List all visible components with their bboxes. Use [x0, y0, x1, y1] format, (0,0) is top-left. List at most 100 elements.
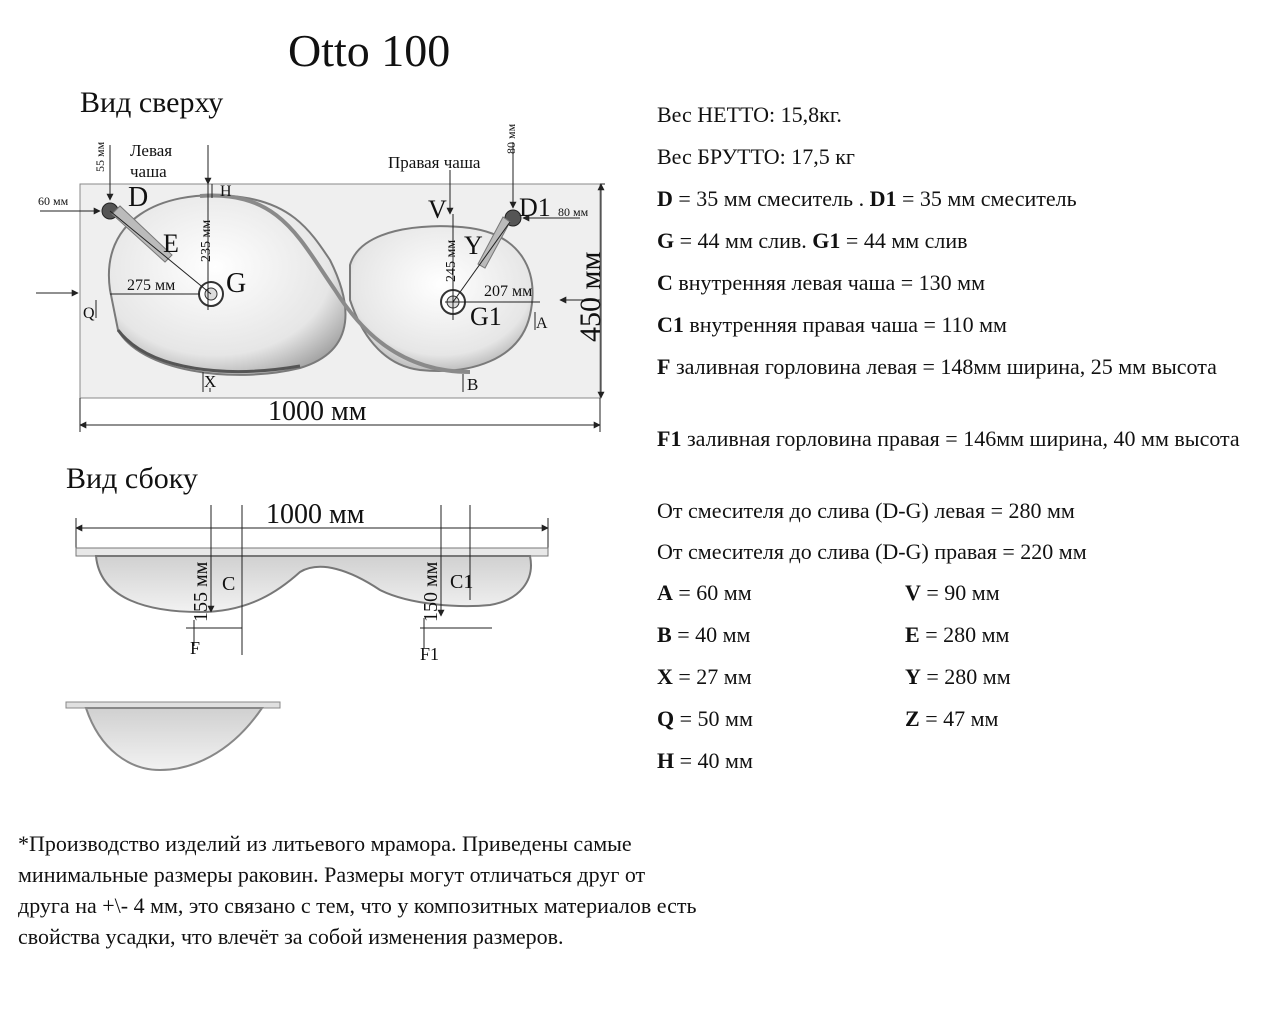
dimension-row: B = 40 мм: [657, 622, 753, 664]
spec-value: = 35 мм смеситель .: [672, 186, 870, 211]
spec-value: внутренняя правая чаша = 110 мм: [683, 312, 1007, 337]
dimension-row: A = 60 мм: [657, 580, 753, 622]
side-view-title: Вид сбоку: [66, 462, 198, 495]
side-countertop: [75, 547, 549, 557]
dimension-key: H: [657, 748, 675, 773]
spec-key: D: [657, 186, 673, 211]
label-H: H: [220, 183, 232, 200]
spec-line: Вес НЕТТО: 15,8кг.: [657, 100, 1257, 130]
side-view: 1000 мм 155 мм 150 мм C C1 F F1: [65, 499, 549, 772]
top-view-title: Вид сверху: [80, 86, 224, 119]
dimension-row: X = 27 мм: [657, 664, 753, 706]
dimension-value: = 60 мм: [672, 580, 752, 605]
small-profile-basin: [84, 707, 264, 772]
dim-80-vertical: 80 мм: [504, 123, 518, 154]
label-C: C: [222, 573, 235, 595]
dim-155: 155 мм: [190, 561, 212, 622]
dimension-key: Y: [905, 664, 921, 689]
spec-value: От смесителя до слива (D-G) правая = 220…: [657, 539, 1087, 564]
label-G: G: [226, 268, 246, 299]
spec-value: Вес НЕТТО: 15,8кг.: [657, 102, 842, 127]
dim-275: 275 мм: [127, 277, 175, 294]
label-D: D: [128, 182, 148, 213]
label-A: A: [536, 315, 548, 332]
dimension-row: Y = 280 мм: [905, 664, 1011, 706]
spec-key: G: [657, 228, 675, 253]
left-bowl-label-1: Левая: [130, 141, 172, 160]
dim-450: 450 мм: [574, 252, 607, 342]
dimension-value: = 47 мм: [919, 706, 999, 731]
dim-245: 245 мм: [444, 240, 459, 282]
label-B: B: [467, 375, 478, 394]
dim-60: 60 мм: [38, 194, 69, 208]
spec-value: = 35 мм смеситель: [896, 186, 1077, 211]
dim-55: 55 мм: [93, 141, 107, 172]
spec-line: F заливная горловина левая = 148мм ширин…: [657, 352, 1257, 382]
spec-line: F1 заливная горловина правая = 146мм шир…: [657, 424, 1257, 454]
spec-value: заливная горловина правая = 146мм ширина…: [681, 426, 1240, 451]
spec-line: G = 44 мм слив. G1 = 44 мм слив: [657, 226, 1257, 256]
dimension-key: Z: [905, 706, 920, 731]
dimension-row: V = 90 мм: [905, 580, 1011, 622]
spec-value: = 44 мм слив.: [674, 228, 813, 253]
dimension-value: = 40 мм: [674, 748, 753, 773]
dimension-key: B: [657, 622, 672, 647]
label-D1: D1: [519, 193, 551, 222]
spec-key: F: [657, 354, 671, 379]
dimension-key: X: [657, 664, 673, 689]
dim-80-horizontal: 80 мм: [558, 205, 589, 219]
dim-1000-side: 1000 мм: [266, 499, 365, 530]
dimension-value: = 40 мм: [671, 622, 751, 647]
dimension-row: Q = 50 мм: [657, 706, 753, 748]
spec-key: D1: [869, 186, 897, 211]
left-bowl: [107, 194, 347, 376]
label-V: V: [428, 195, 447, 224]
dimension-key: A: [657, 580, 673, 605]
label-G1: G1: [470, 302, 502, 331]
label-X: X: [204, 372, 216, 391]
spec-value: От смесителя до слива (D-G) левая = 280 …: [657, 498, 1075, 523]
dimension-value: = 280 мм: [920, 664, 1011, 689]
dim-1000-top: 1000 мм: [268, 396, 367, 427]
spec-key: F1: [657, 426, 682, 451]
dimension-row: H = 40 мм: [657, 748, 753, 790]
spec-line: От смесителя до слива (D-G) левая = 280 …: [657, 496, 1257, 526]
spec-line: От смесителя до слива (D-G) правая = 220…: [657, 537, 1257, 567]
dimension-key: V: [905, 580, 921, 605]
spec-line: C1 внутренняя правая чаша = 110 мм: [657, 310, 1257, 340]
dimension-row: Z = 47 мм: [905, 706, 1011, 748]
spec-line: Вес БРУТТО: 17,5 кг: [657, 142, 1257, 172]
label-E: E: [163, 229, 179, 258]
label-C1: C1: [450, 571, 473, 593]
dim-207: 207 мм: [484, 283, 532, 300]
dim-235: 235 мм: [199, 220, 214, 262]
production-note: *Производство изделий из литьевого мрамо…: [18, 831, 697, 949]
spec-line: D = 35 мм смеситель . D1 = 35 мм смесите…: [657, 184, 1257, 214]
spec-value: = 44 мм слив: [840, 228, 968, 253]
right-bowl-label: Правая чаша: [388, 153, 481, 172]
label-F: F: [190, 638, 200, 658]
dimension-key: E: [905, 622, 920, 647]
left-bowl-label-2: чаша: [130, 162, 167, 181]
page-title: Otto 100: [288, 25, 451, 76]
dim-150: 150 мм: [420, 561, 442, 622]
spec-value: Вес БРУТТО: 17,5 кг: [657, 144, 855, 169]
dimension-key: Q: [657, 706, 675, 731]
side-basin-profile: [94, 555, 532, 614]
spec-key: G1: [812, 228, 841, 253]
dimension-value: = 280 мм: [919, 622, 1010, 647]
spec-key: C1: [657, 312, 684, 337]
dimension-value: = 50 мм: [674, 706, 753, 731]
spec-value: внутренняя левая чаша = 130 мм: [672, 270, 985, 295]
dimension-value: = 90 мм: [920, 580, 1000, 605]
label-F1: F1: [420, 644, 439, 664]
top-view: Левая чаша Правая чаша 55 мм 60 мм 80 мм…: [36, 123, 607, 432]
small-profile-rim: [65, 701, 281, 709]
s-divider: [199, 193, 471, 374]
left-spout: [111, 205, 173, 263]
spec-key: C: [657, 270, 673, 295]
dimension-row: E = 280 мм: [905, 622, 1011, 664]
